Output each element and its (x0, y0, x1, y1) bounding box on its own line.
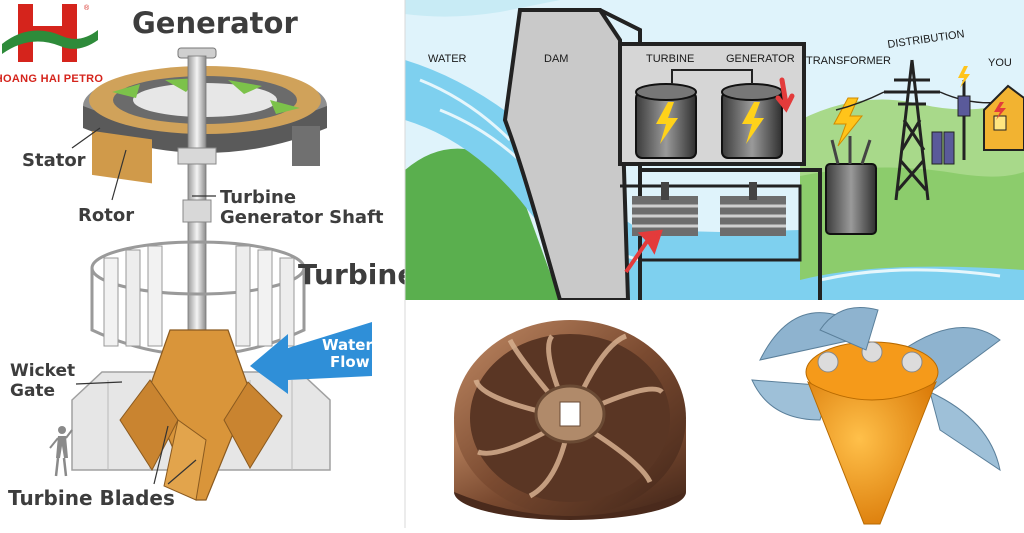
hydro-plant-panel: WATER DAM TURBINE GENERATOR TRANSFORMER … (405, 0, 1024, 302)
hoang-hai-petro-logo: ® HOANG HAI PETRO (0, 4, 103, 85)
water-flow-label-line1: Water (322, 336, 373, 354)
left-leader-lines (71, 127, 216, 485)
you-label: YOU (988, 57, 1012, 69)
sky-cloud (405, 0, 560, 17)
rotor-label: Rotor (78, 205, 134, 226)
wicket-gate-label-line1: Wicket (10, 361, 75, 381)
turbine-blades-label: Turbine Blades (8, 486, 175, 510)
water-label: WATER (428, 53, 467, 65)
pole-transformers (931, 66, 971, 165)
turbine-label: TURBINE (646, 53, 694, 65)
transformer (825, 97, 877, 235)
water-inflow-arrow (624, 229, 663, 274)
turbine-runner-photos (405, 300, 1024, 528)
human-scale-figure (49, 426, 73, 477)
kaplan-runner (751, 307, 1001, 525)
generator-tank (721, 83, 783, 159)
generator-arrow (775, 77, 795, 113)
shaft-label-line2: Generator Shaft (220, 207, 384, 228)
water-flow-arrow (250, 322, 372, 394)
consumer-house (983, 84, 1024, 151)
turbine-blades (119, 329, 283, 501)
shaft-label-line1: Turbine (220, 187, 296, 208)
generator-title: Generator (132, 6, 298, 40)
generator-label: GENERATOR (726, 53, 795, 65)
turbine-title: Turbine (298, 258, 416, 291)
turbine-runner-1 (632, 182, 698, 236)
dam-label: DAM (544, 53, 568, 65)
wicket-gate-label-line2: Gate (10, 381, 55, 401)
logo-trademark: ® (84, 4, 90, 12)
distribution-tower (884, 59, 940, 201)
generator-cutaway-panel: ® HOANG HAI PETRO (0, 0, 416, 528)
left-hill (405, 148, 560, 300)
turbine-runner-2 (720, 182, 786, 236)
turbine-tank (635, 83, 697, 159)
water-flow-label-line2: Flow (330, 353, 370, 371)
transformer-label: TRANSFORMER (806, 55, 891, 67)
turbine-generator-shaft (177, 47, 217, 357)
logo-wordmark: HOANG HAI PETRO (0, 73, 103, 85)
francis-runner (454, 320, 686, 520)
stator-label: Stator (22, 150, 86, 171)
